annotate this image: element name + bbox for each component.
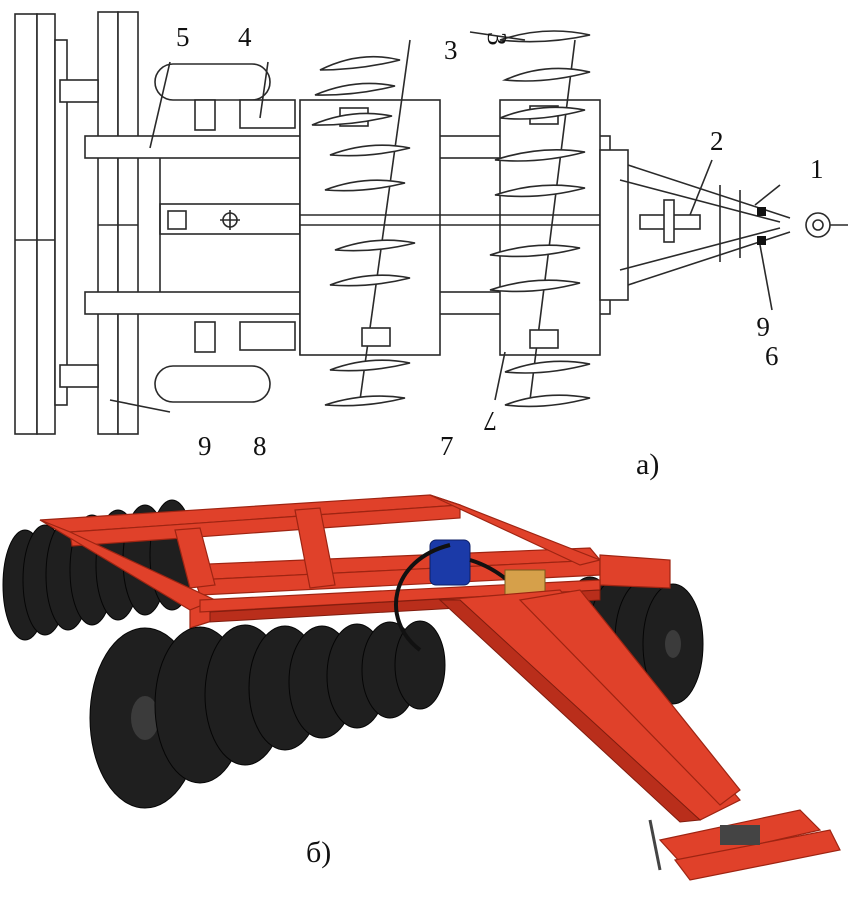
callout-label: 1 bbox=[810, 154, 824, 184]
callout-label-rotated: 7 bbox=[484, 406, 498, 436]
callout-label: 2 bbox=[710, 126, 724, 156]
callout-label: 9 bbox=[198, 431, 212, 461]
callout-leaders bbox=[109, 61, 713, 413]
callout-label: 7 bbox=[440, 431, 454, 461]
transport-wheels bbox=[154, 63, 296, 403]
discs bbox=[311, 30, 591, 408]
callout-label: 6 bbox=[765, 341, 779, 371]
hitch-drawbar bbox=[599, 149, 848, 311]
schematic-diagram: 1 2 3 4 5 6 7 8 9 3 6 7 а) bbox=[14, 11, 848, 481]
rear-roller bbox=[14, 11, 139, 435]
red-frame bbox=[39, 494, 671, 629]
panel-b-label: б) bbox=[306, 836, 331, 869]
front-disc-gang bbox=[89, 620, 446, 809]
callout-label-rotated: 6 bbox=[757, 312, 771, 342]
drawbar bbox=[438, 589, 841, 881]
callout-label: 5 bbox=[176, 22, 190, 52]
callout-label-rotated: 3 bbox=[482, 32, 512, 46]
panel-a-label: а) bbox=[636, 448, 659, 481]
callout-label: 8 bbox=[253, 431, 267, 461]
harrow-photo: б) bbox=[2, 494, 841, 881]
callout-label: 3 bbox=[444, 35, 458, 65]
callout-label: 4 bbox=[238, 22, 252, 52]
